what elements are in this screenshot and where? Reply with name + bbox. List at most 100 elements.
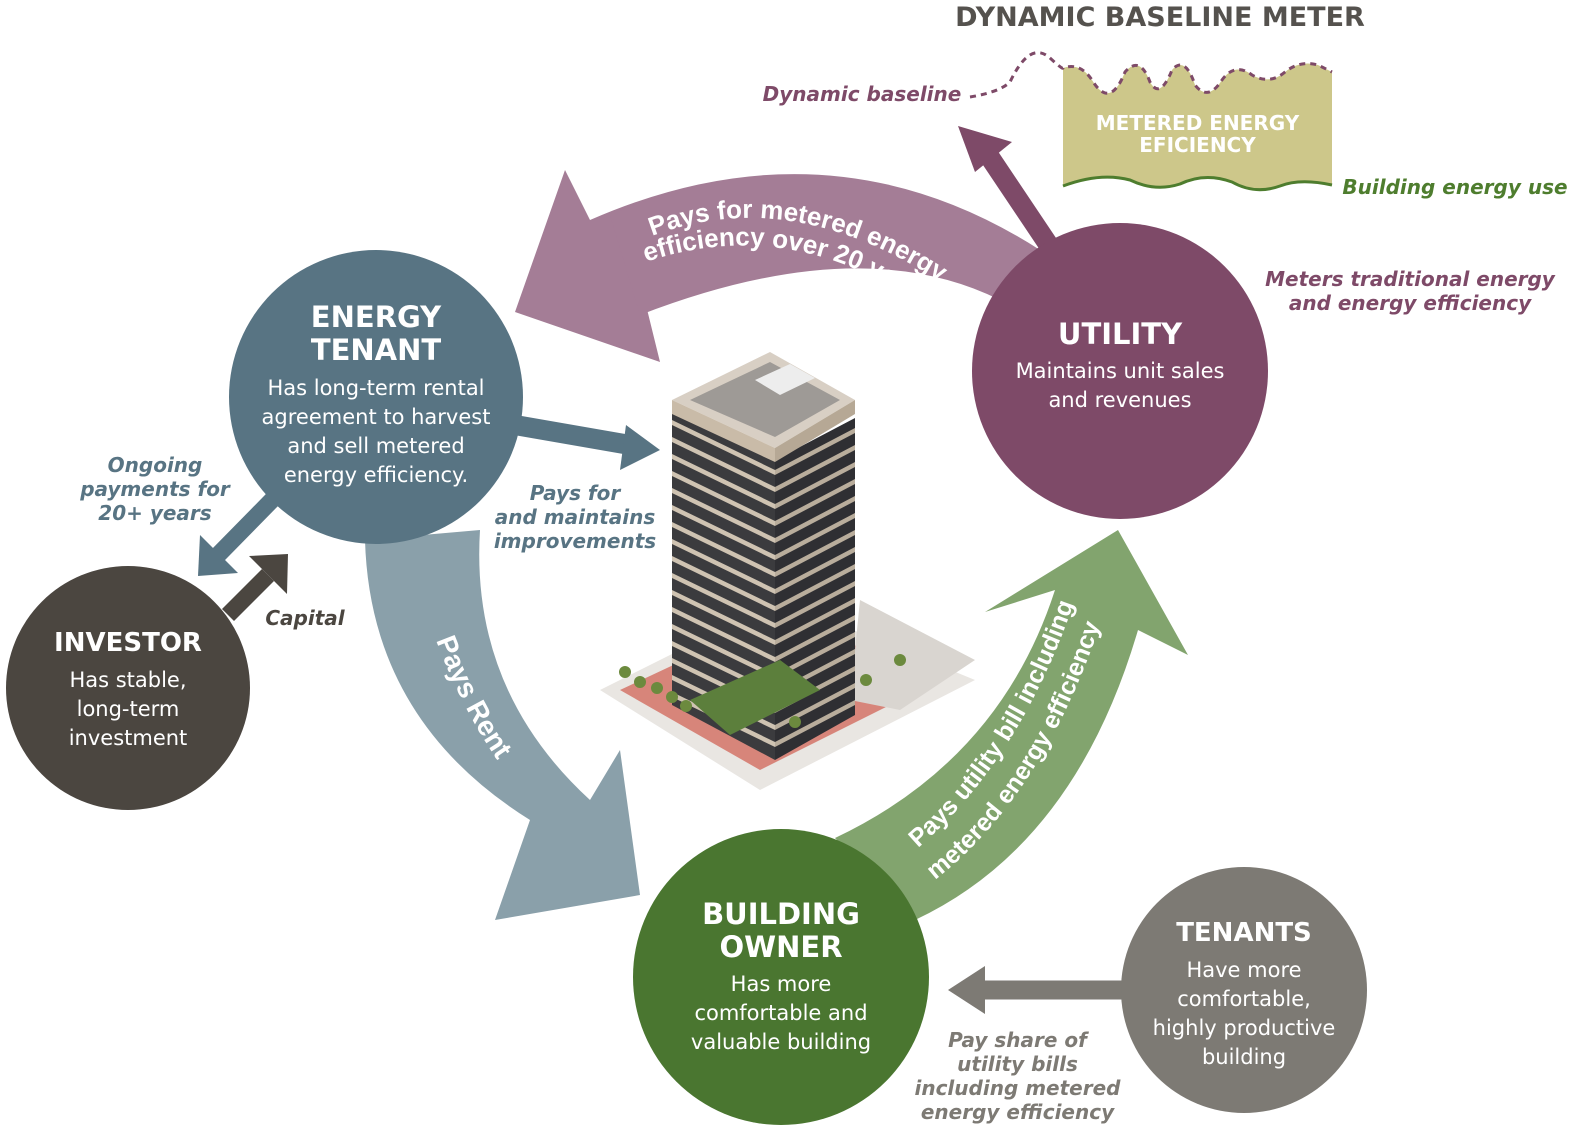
investor-body: Has stable, long-term investment <box>8 666 248 753</box>
utility-body-line2: and revenues <box>1048 388 1192 412</box>
energy-tenant-node <box>229 250 523 544</box>
building-floor-band <box>672 420 775 475</box>
utility-body: Maintains unit sales and revenues <box>980 357 1260 415</box>
building-owner-body: Has more comfortable and valuable buildi… <box>641 970 921 1057</box>
utility-note: Meters traditional energy and energy eff… <box>1265 267 1555 315</box>
building-owner-body-line: valuable building <box>690 1030 872 1054</box>
ongoing-payments-line: 20+ years <box>98 501 212 525</box>
tenants-title: TENANTS <box>1176 918 1312 948</box>
building-floor-band <box>775 513 855 560</box>
building-owner-body-line: comfortable and <box>694 1001 868 1025</box>
tenant-to-investor-arrow <box>211 494 279 561</box>
investor-to-tenant-arrow <box>221 568 275 622</box>
building-floor-band <box>672 505 775 560</box>
dynamic-baseline-label: Dynamic baseline <box>762 82 962 106</box>
building-floor-band <box>672 522 775 577</box>
energy-tenant-title-line1: ENERGY <box>310 300 442 334</box>
investor-body-line: long-term <box>76 697 180 721</box>
building-floor-band <box>775 530 855 577</box>
metered-efficiency-line1: METERED ENERGY <box>1095 111 1300 135</box>
utility-node <box>972 223 1268 519</box>
pays-for-improvements-line: Pays for <box>529 481 621 505</box>
utility-to-meter-arrow <box>976 144 1061 256</box>
energy-tenant-body-line: and sell metered <box>287 434 465 458</box>
building-floor-band <box>672 624 775 679</box>
utility-to-meter-arrowhead <box>958 126 1012 172</box>
tenants-pay-share-label: Pay share of utility bills including met… <box>910 1028 1125 1124</box>
building-owner-title-line1: BUILDING <box>702 897 860 931</box>
ongoing-payments-line: Ongoing <box>107 453 203 477</box>
building-floor-band <box>775 598 855 645</box>
pays-for-improvements-label: Pays for and maintains improvements <box>490 481 660 553</box>
building-owner-title: BUILDING OWNER <box>641 898 921 964</box>
pays-for-improvements-line: and maintains <box>494 505 656 529</box>
ongoing-payments-label: Ongoing payments for 20+ years <box>70 453 240 525</box>
dynamic-baseline-line <box>969 51 1333 99</box>
tenants-body: Have more comfortable, highly productive… <box>1124 956 1364 1072</box>
tenants-pay-share-line: utility bills <box>957 1052 1078 1076</box>
tenants-body-line: building <box>1201 1045 1287 1069</box>
energy-tenant-title: ENERGY TENANT <box>236 301 516 367</box>
investor-title: INVESTOR <box>54 628 202 658</box>
building-owner-title-line2: OWNER <box>719 930 843 964</box>
building-floor-band <box>672 471 775 526</box>
energy-tenant-body-line: Has long-term rental <box>267 376 485 400</box>
building-floor-band <box>775 479 855 526</box>
metered-efficiency-area <box>1063 63 1332 190</box>
building-owner-body-line: Has more <box>730 972 832 996</box>
utility-note-line2: and energy efficiency <box>1288 291 1532 315</box>
building-floor-band <box>672 539 775 594</box>
utility-to-tenant-arrow-body <box>610 175 1045 315</box>
energy-tenant-body: Has long-term rental agreement to harves… <box>236 374 516 490</box>
building-floor-band <box>672 607 775 662</box>
building-floor-band <box>775 581 855 628</box>
utility-title: UTILITY <box>1057 317 1183 351</box>
utility-body-line1: Maintains unit sales <box>1015 359 1225 383</box>
building-floor-band <box>775 547 855 594</box>
investor-body-line: investment <box>68 726 188 750</box>
building-floor-band <box>775 564 855 611</box>
energy-tenant-title-line2: TENANT <box>310 333 442 367</box>
tenants-node <box>1121 867 1367 1113</box>
building-illustration <box>600 352 975 790</box>
building-energy-use-line <box>1062 175 1333 192</box>
building-floor-band <box>775 632 855 679</box>
capital-label: Capital <box>265 606 345 630</box>
pays-for-improvements-line: improvements <box>493 529 657 553</box>
tenant-to-investor-arrowhead <box>198 535 238 576</box>
building-floor-band <box>775 496 855 543</box>
energy-tenant-body-line: agreement to harvest <box>261 405 491 429</box>
building-floor-band <box>775 445 855 492</box>
building-floor-band <box>672 488 775 543</box>
tenants-pay-share-line: Pay share of <box>948 1028 1087 1052</box>
building-floor-band <box>775 700 855 747</box>
building-owner-node <box>633 829 929 1125</box>
building-energy-use-label: Building energy use <box>1342 175 1568 199</box>
tenant-to-building-arrow <box>513 415 632 455</box>
building-floor-band <box>672 590 775 645</box>
tenants-body-line: highly productive <box>1152 1016 1336 1040</box>
tenants-pay-share-line: including metered <box>914 1076 1121 1100</box>
energy-tenant-body-line: energy efficiency. <box>283 463 469 487</box>
building-floor-band <box>775 615 855 662</box>
metered-efficiency-label: METERED ENERGY EFICIENCY <box>1075 112 1320 156</box>
building-floor-band <box>775 428 855 475</box>
metered-efficiency-line2: EFICIENCY <box>1139 133 1256 157</box>
investor-node <box>6 566 250 810</box>
building-floor-band <box>672 573 775 628</box>
tenants-pay-share-line: energy efficiency <box>920 1100 1115 1124</box>
building-floor-band <box>775 462 855 509</box>
meter-title: DYNAMIC BASELINE METER <box>955 2 1365 33</box>
tenants-body-line: comfortable, <box>1177 987 1311 1011</box>
owner-to-utility-arrow <box>835 530 1188 920</box>
tenants-body-line: Have more <box>1186 958 1302 982</box>
building-floor-band <box>672 437 775 492</box>
building-floor-band <box>672 454 775 509</box>
tenant-to-building-arrowhead <box>620 425 660 470</box>
investor-to-tenant-arrowhead <box>249 554 288 594</box>
utility-note-line1: Meters traditional energy <box>1265 267 1555 291</box>
tenants-to-owner-arrowhead <box>948 966 985 1014</box>
ongoing-payments-line: payments for <box>80 477 230 501</box>
